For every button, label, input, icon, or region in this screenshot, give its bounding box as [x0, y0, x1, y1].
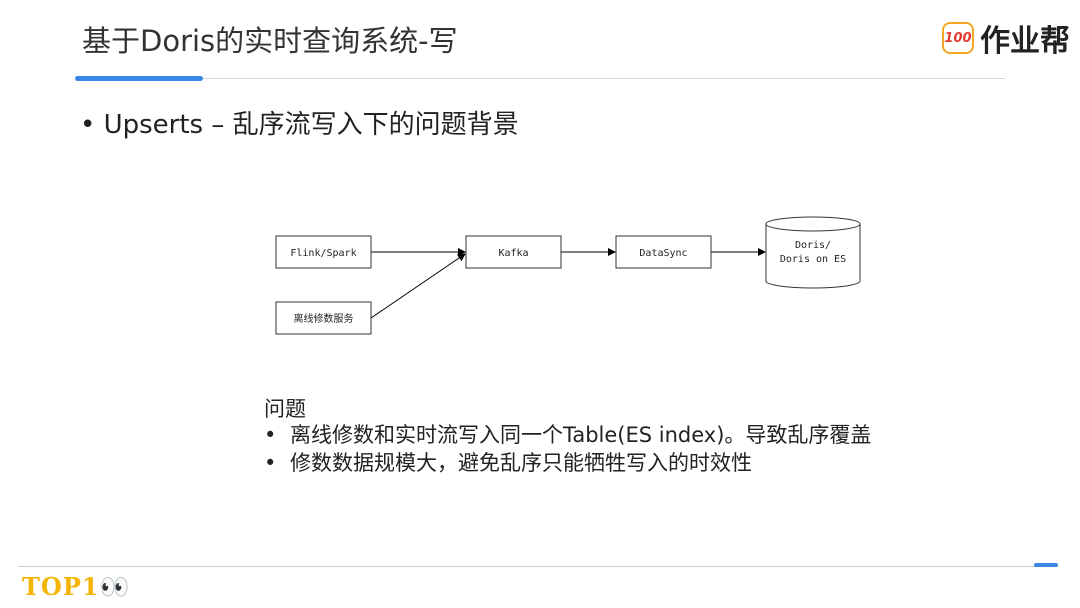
issues-heading: 问题	[264, 397, 306, 421]
issue-item: 离线修数和实时流写入同一个Table(ES index)。导致乱序覆盖	[264, 421, 871, 449]
node-datasync: DataSync	[615, 235, 712, 269]
page-title: 基于Doris的实时查询系统-写	[82, 24, 458, 58]
node-flink-spark-label: Flink/Spark	[290, 248, 356, 259]
node-kafka-label: Kafka	[498, 248, 528, 259]
node-flink-spark: Flink/Spark	[275, 235, 372, 269]
issues-list: 离线修数和实时流写入同一个Table(ES index)。导致乱序覆盖 修数数据…	[264, 421, 871, 477]
footer-top100-logo: TOP1👀	[22, 572, 131, 601]
footer-divider	[18, 566, 1058, 567]
node-doris-label-line1: Doris/	[795, 240, 831, 251]
brand-logo-group: 100 作业帮	[942, 16, 1070, 60]
brand-name: 作业帮	[980, 24, 1070, 59]
node-datasync-label: DataSync	[639, 248, 687, 259]
issue-item: 修数数据规模大，避免乱序只能牺牲写入的时效性	[264, 449, 871, 477]
brand-badge-text: 100	[944, 24, 972, 52]
node-kafka: Kafka	[465, 235, 562, 269]
node-offline-repair-label: 离线修数服务	[294, 312, 354, 325]
node-doris-label-line2: Doris on ES	[780, 254, 846, 265]
footer-accent-dash	[1034, 563, 1058, 567]
edge-offline-kafka	[370, 253, 466, 319]
brand-100-icon: 100	[942, 22, 974, 54]
node-doris-database: Doris/ Doris on ES	[765, 216, 861, 289]
title-accent-bar	[75, 76, 203, 81]
section-bullet: • Upserts – 乱序流写入下的问题背景	[80, 110, 519, 140]
node-offline-repair: 离线修数服务	[275, 301, 372, 335]
title-divider	[75, 78, 1005, 79]
